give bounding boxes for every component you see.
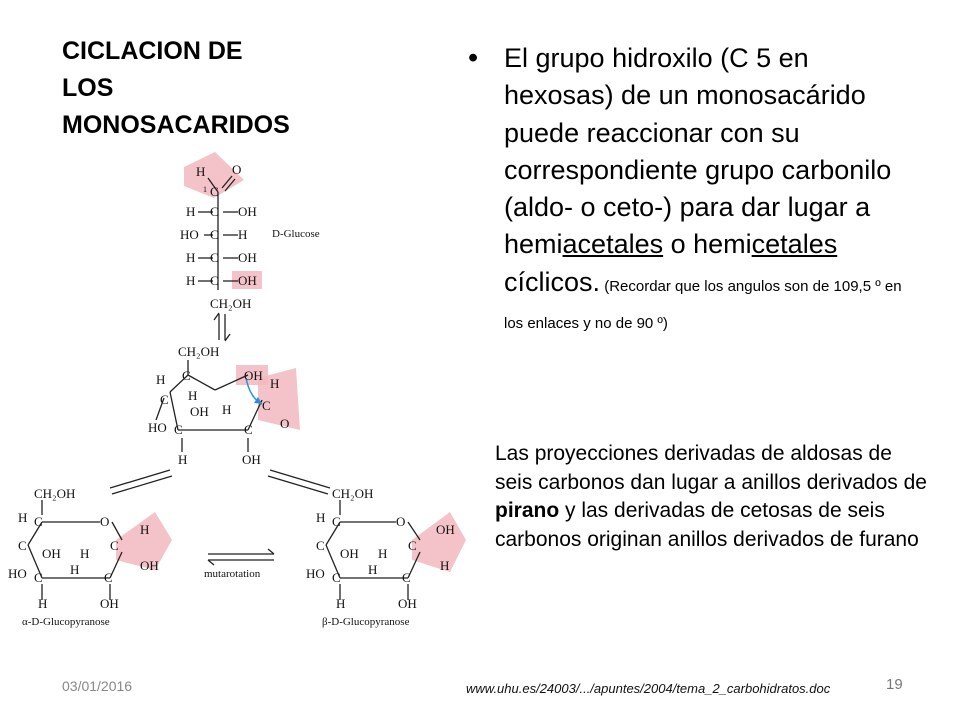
slide-title: CICLACION DE LOS MONOSACARIDOS (62, 33, 362, 144)
alpha-glucopyranose-label: α-D-Glucopyranose (22, 616, 110, 628)
bullet-dot-icon: • (468, 42, 479, 74)
svg-text:H: H (178, 452, 187, 467)
svg-text:H: H (188, 388, 197, 403)
svg-text:H: H (196, 164, 205, 179)
underlined-cetales: cetales (751, 229, 838, 260)
svg-text:OH: OH (340, 546, 359, 561)
svg-text:C: C (110, 538, 119, 553)
svg-text:HO: HO (180, 227, 199, 242)
svg-text:O: O (396, 514, 405, 529)
svg-text:H: H (38, 596, 47, 611)
svg-text:O: O (280, 416, 289, 431)
bullet-text-intro: El grupo hidroxilo (C 5 en hexosas) de u… (504, 43, 892, 260)
svg-text:H: H (378, 546, 387, 561)
svg-text:C: C (34, 570, 43, 585)
svg-text:OH: OH (238, 273, 257, 288)
svg-text:HO: HO (148, 420, 167, 435)
svg-text:H: H (222, 402, 231, 417)
svg-text:H: H (140, 522, 149, 537)
paragraph-bold-pirano: pirano (495, 499, 560, 522)
page-number: 19 (886, 676, 903, 693)
svg-text:O: O (100, 514, 109, 529)
bond-lines (27, 175, 421, 600)
svg-text:OH: OH (238, 250, 257, 265)
svg-text:OH: OH (436, 522, 455, 537)
cyclization-arrowhead (254, 397, 262, 404)
svg-text:O: O (232, 162, 241, 177)
svg-text:OH: OH (238, 204, 257, 219)
svg-text:CH₂OH: CH₂OH (332, 486, 373, 501)
title-line-2: LOS (62, 74, 114, 102)
svg-text:C: C (210, 250, 219, 265)
svg-text:C: C (34, 514, 43, 529)
bullet-note: (Recordar que los angulos son de 109,5 º… (504, 277, 902, 333)
underlined-acetales: acetales (562, 229, 664, 260)
mutarotation-label: mutarotation (204, 568, 261, 580)
beta-anomeric-highlight (412, 512, 466, 572)
svg-text:H: H (440, 558, 449, 573)
svg-text:H: H (316, 510, 325, 525)
svg-text:HO: HO (306, 566, 325, 581)
svg-text:OH: OH (398, 596, 417, 611)
svg-text:C: C (332, 514, 341, 529)
svg-text:H: H (70, 562, 79, 577)
glucose-label: D-Glucose (272, 228, 320, 240)
paragraph-pirano-furano: Las proyecciones derivadas de aldosas de… (495, 440, 935, 554)
svg-text:C: C (210, 204, 219, 219)
svg-text:HO: HO (8, 566, 27, 581)
svg-text:OH: OH (42, 546, 61, 561)
svg-text:C: C (402, 570, 411, 585)
svg-text:H: H (156, 372, 165, 387)
svg-text:OH: OH (244, 368, 263, 383)
svg-text:1: 1 (203, 185, 207, 194)
svg-text:H: H (270, 376, 279, 391)
hydroxyl-c5-highlight (232, 271, 262, 289)
svg-text:H: H (186, 204, 195, 219)
svg-text:C: C (262, 398, 271, 413)
svg-text:C: C (174, 422, 183, 437)
beta-glucopyranose-label: β-D-Glucopyranose (322, 616, 410, 628)
svg-text:OH: OH (100, 596, 119, 611)
svg-text:C: C (210, 184, 219, 199)
svg-text:OH: OH (242, 452, 261, 467)
svg-text:C: C (210, 227, 219, 242)
svg-text:H: H (336, 596, 345, 611)
svg-text:C: C (104, 570, 113, 585)
bullet-text-end: cíclicos. (504, 266, 601, 297)
highlight-marks (116, 152, 466, 572)
title-line-1: CICLACION DE (62, 37, 243, 65)
bullet-text-mid: o hemi (663, 229, 752, 260)
svg-text:C: C (332, 570, 341, 585)
svg-text:H: H (186, 250, 195, 265)
svg-text:H: H (368, 562, 377, 577)
title-line-3: MONOSACARIDOS (62, 111, 290, 139)
svg-text:CH₂OH: CH₂OH (210, 296, 251, 311)
svg-text:CH₂OH: CH₂OH (34, 486, 75, 501)
bullet-text: El grupo hidroxilo (C 5 en hexosas) de u… (504, 40, 904, 338)
footer-date: 03/01/2016 (62, 678, 133, 694)
svg-text:C: C (244, 422, 253, 437)
svg-text:OH: OH (190, 404, 209, 419)
svg-text:C: C (182, 368, 191, 383)
alpha-anomeric-highlight (116, 512, 172, 570)
svg-text:C: C (316, 538, 325, 553)
svg-text:H: H (238, 227, 247, 242)
paragraph-after: y las derivadas de cetosas de seis carbo… (495, 499, 919, 551)
svg-text:OH: OH (140, 558, 159, 573)
svg-text:H: H (80, 546, 89, 561)
svg-text:C: C (18, 538, 27, 553)
carbonyl-ring-highlight (258, 368, 300, 430)
footer-source: www.uhu.es/24003/.../apuntes/2004/tema_2… (466, 681, 831, 696)
svg-text:C: C (160, 392, 169, 407)
svg-text:C: C (210, 273, 219, 288)
svg-text:H: H (186, 273, 195, 288)
svg-text:CH₂OH: CH₂OH (178, 344, 219, 359)
paragraph-before: Las proyecciones derivadas de aldosas de… (495, 442, 927, 494)
svg-text:C: C (408, 538, 417, 553)
svg-text:H: H (18, 510, 27, 525)
